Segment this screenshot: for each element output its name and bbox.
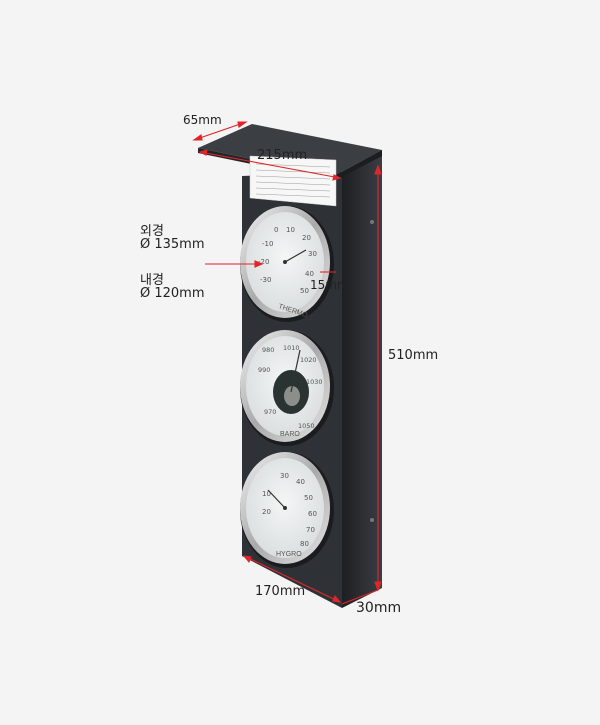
- baro-label: BARO: [280, 431, 300, 438]
- thermo-tick: -20: [258, 258, 269, 266]
- info-card: [249, 155, 337, 207]
- height-label: 510mm: [388, 348, 439, 363]
- outer-diameter-value: Ø 135mm: [140, 237, 205, 252]
- hygro-tick: 10: [262, 490, 271, 498]
- baro-needle: [290, 349, 301, 393]
- thermo-tick: 0: [274, 226, 278, 234]
- hygro-label: HYGRO: [276, 551, 302, 558]
- baro-tick: 1020: [300, 356, 317, 364]
- thermo-tick: 30: [308, 250, 317, 258]
- dim-line-width-top: [199, 151, 341, 179]
- screw: [370, 220, 374, 224]
- thermo-tick: 20: [302, 234, 311, 242]
- thermometer-gauge: 10 20 30 40 50 0 -10 -20 -30 THERMO: [240, 206, 334, 322]
- dim-line-depth-bottom: [341, 589, 379, 605]
- hygro-tick: 30: [280, 472, 289, 480]
- depth-bottom-label: 30mm: [356, 600, 402, 616]
- dim-line-width-bottom: [243, 555, 341, 603]
- hygrometer-gauge: 30 40 50 60 70 80 10 20 HYGRO: [240, 452, 334, 568]
- inner-diameter-value: Ø 120mm: [140, 286, 205, 301]
- panel-side: [342, 150, 382, 608]
- thermo-tick: 10: [286, 226, 295, 234]
- hygro-needle: [267, 489, 286, 509]
- hygro-tick: 50: [304, 494, 313, 502]
- thermo-tick: -30: [260, 276, 271, 284]
- thermo-tick: 50: [300, 287, 309, 295]
- baro-tick: 980: [262, 346, 274, 354]
- needle-hub: [283, 506, 287, 510]
- baro-tick: 990: [258, 366, 270, 374]
- baro-tick: 1050: [298, 422, 315, 430]
- dim-line-depth-top: [193, 121, 247, 141]
- width-top-label: 215mm: [257, 148, 308, 163]
- baro-tick: 970: [264, 408, 276, 416]
- dimension-lines: [192, 121, 382, 605]
- thermo-needle: [284, 249, 307, 263]
- depth-top-label: 65mm: [183, 113, 222, 127]
- barometer-gauge: 980 990 1010 1020 1030 1050 970 BARO: [240, 330, 334, 446]
- needle-hub: [283, 260, 287, 264]
- screw: [370, 518, 374, 522]
- outer-diameter-heading: 외경: [140, 224, 164, 239]
- info-card-text-lines: [255, 163, 331, 198]
- width-bottom-label: 170mm: [255, 584, 306, 599]
- baro-tick: 1010: [283, 344, 300, 352]
- hygro-tick: 20: [262, 508, 271, 516]
- thermo-tick: 40: [305, 270, 314, 278]
- bezel-depth-label: 15mm: [310, 278, 349, 292]
- hygro-tick: 40: [296, 478, 305, 486]
- thermo-tick: -10: [262, 240, 273, 248]
- hygro-tick: 70: [306, 526, 315, 534]
- hygro-tick: 60: [308, 510, 317, 518]
- barometer-mechanism: [284, 386, 300, 406]
- hygro-tick: 80: [300, 540, 309, 548]
- inner-diameter-heading: 내경: [140, 273, 164, 288]
- baro-tick: 1030: [306, 378, 323, 386]
- top-cap-side: [334, 150, 382, 181]
